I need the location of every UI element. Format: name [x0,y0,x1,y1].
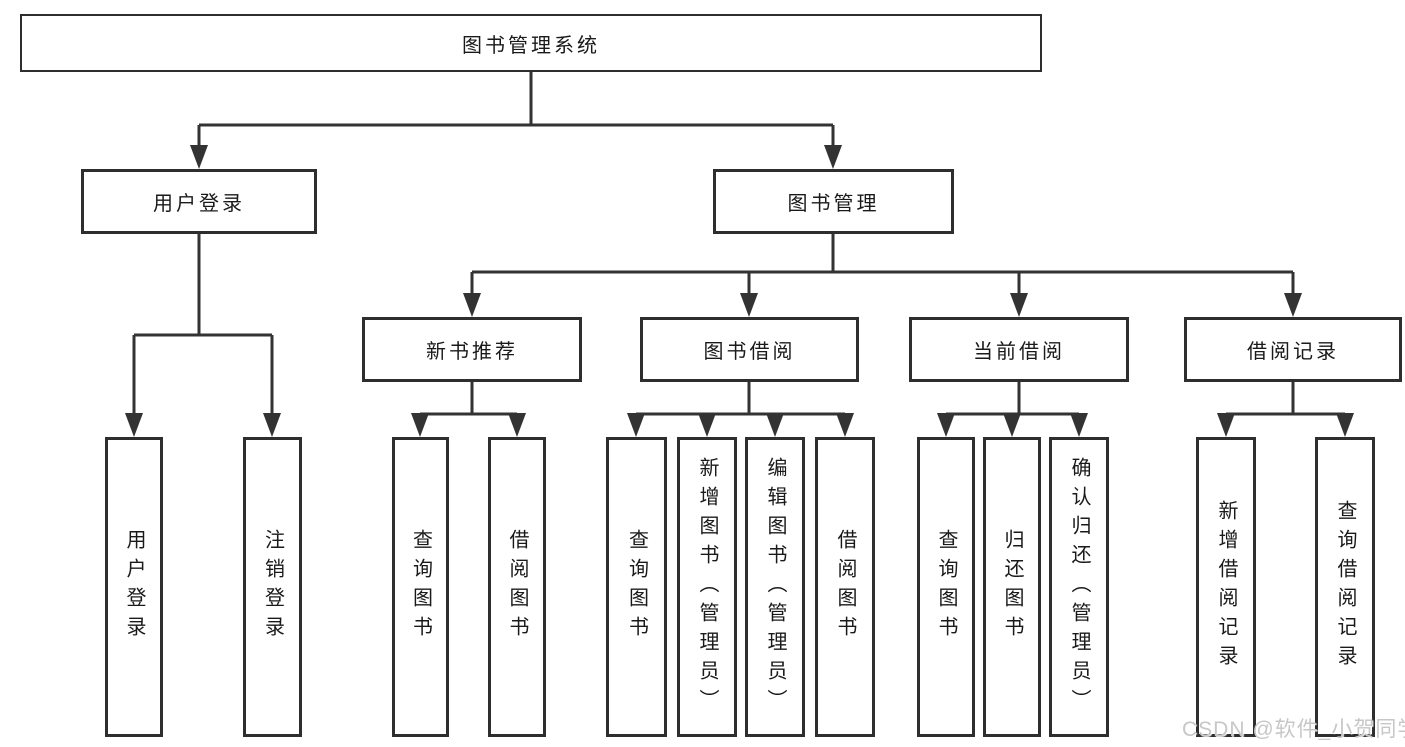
leaf-borrow-borrow-books: 借阅图书 [815,437,875,737]
node-borrow-records: 借阅记录 [1184,317,1402,382]
leaf-borrow-query-books: 查询图书 [606,437,667,737]
leaf-user-login: 用户登录 [105,437,163,737]
node-current-borrow: 当前借阅 [909,317,1129,382]
node-user-login-branch: 用户登录 [81,169,317,234]
leaf-records-query-borrow-record: 查询借阅记录 [1315,437,1375,737]
leaf-records-add-borrow-record: 新增借阅记录 [1196,437,1256,737]
node-root: 图书管理系统 [20,14,1042,72]
leaf-borrow-edit-books-admin: 编辑图书（管理员） [745,437,805,737]
leaf-logout: 注销登录 [243,437,302,737]
leaf-newbook-query-books: 查询图书 [392,437,449,737]
leaf-newbook-borrow-books: 借阅图书 [488,437,546,737]
leaf-current-query-books: 查询图书 [917,437,975,737]
leaf-current-return-books: 归还图书 [983,437,1041,737]
node-book-borrow: 图书借阅 [640,317,859,382]
node-new-book-recommend: 新书推荐 [362,317,582,382]
node-book-management: 图书管理 [713,169,954,234]
watermark-text: CSDN @软件_小贺同学 [1182,718,1405,741]
leaf-current-confirm-return-admin: 确认归还（管理员） [1049,437,1109,737]
leaf-borrow-add-books-admin: 新增图书（管理员） [677,437,737,737]
